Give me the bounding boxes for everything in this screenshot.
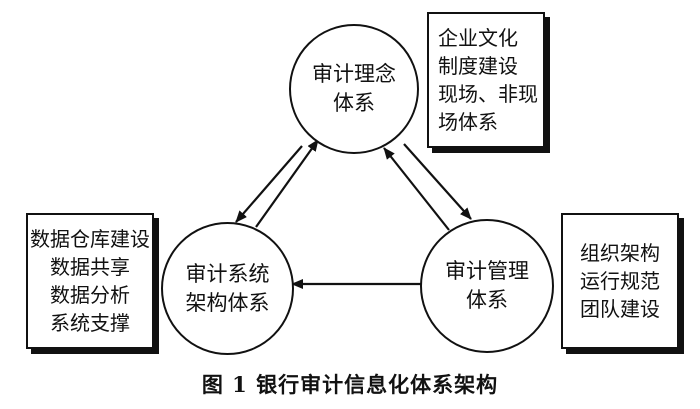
node-management-label: 审计管理 体系 (445, 257, 529, 315)
note-concept-line-4: 场体系 (438, 110, 498, 134)
note-concept-line-3: 现场、非现 (438, 82, 538, 106)
note-system-line-2: 数据共享 (50, 255, 130, 279)
node-management-line-2: 体系 (466, 288, 508, 312)
note-concept-line-2: 制度建设 (438, 54, 518, 78)
arrow-management-to-concept (383, 147, 450, 231)
arrow-concept-to-management (403, 143, 472, 220)
node-management: 审计管理 体系 (420, 219, 554, 353)
note-box-management: 组织架构 运行规范 团队建设 (561, 213, 679, 349)
note-system-line-4: 系统支撑 (50, 311, 130, 335)
node-concept-line-1: 审计理念 (312, 62, 396, 86)
note-concept-line-1: 企业文化 (438, 26, 518, 50)
note-system-line-3: 数据分析 (50, 283, 130, 307)
node-concept-line-2: 体系 (333, 91, 375, 115)
note-box-system: 数据仓库建设 数据共享 数据分析 系统支撑 (26, 213, 154, 349)
arrow-concept-to-system (235, 145, 303, 223)
note-management-line-1: 组织架构 (580, 241, 660, 265)
note-system-line-1: 数据仓库建设 (30, 227, 150, 251)
node-system-line-2: 架构体系 (185, 290, 270, 315)
note-management-line-2: 运行规范 (580, 269, 660, 293)
node-management-line-1: 审计管理 (445, 259, 529, 283)
note-box-concept: 企业文化 制度建设 现场、非现 场体系 (427, 12, 545, 148)
node-concept-label: 审计理念 体系 (312, 60, 396, 118)
node-system: 审计系统 架构体系 (161, 222, 294, 355)
arrow-system-to-concept (255, 139, 319, 228)
figure-caption: 图 1 银行审计信息化体系架构 (201, 372, 499, 397)
note-management-line-3: 团队建设 (580, 297, 660, 321)
node-system-line-1: 审计系统 (185, 261, 270, 286)
node-concept: 审计理念 体系 (289, 24, 419, 154)
node-system-label: 审计系统 架构体系 (186, 260, 270, 318)
